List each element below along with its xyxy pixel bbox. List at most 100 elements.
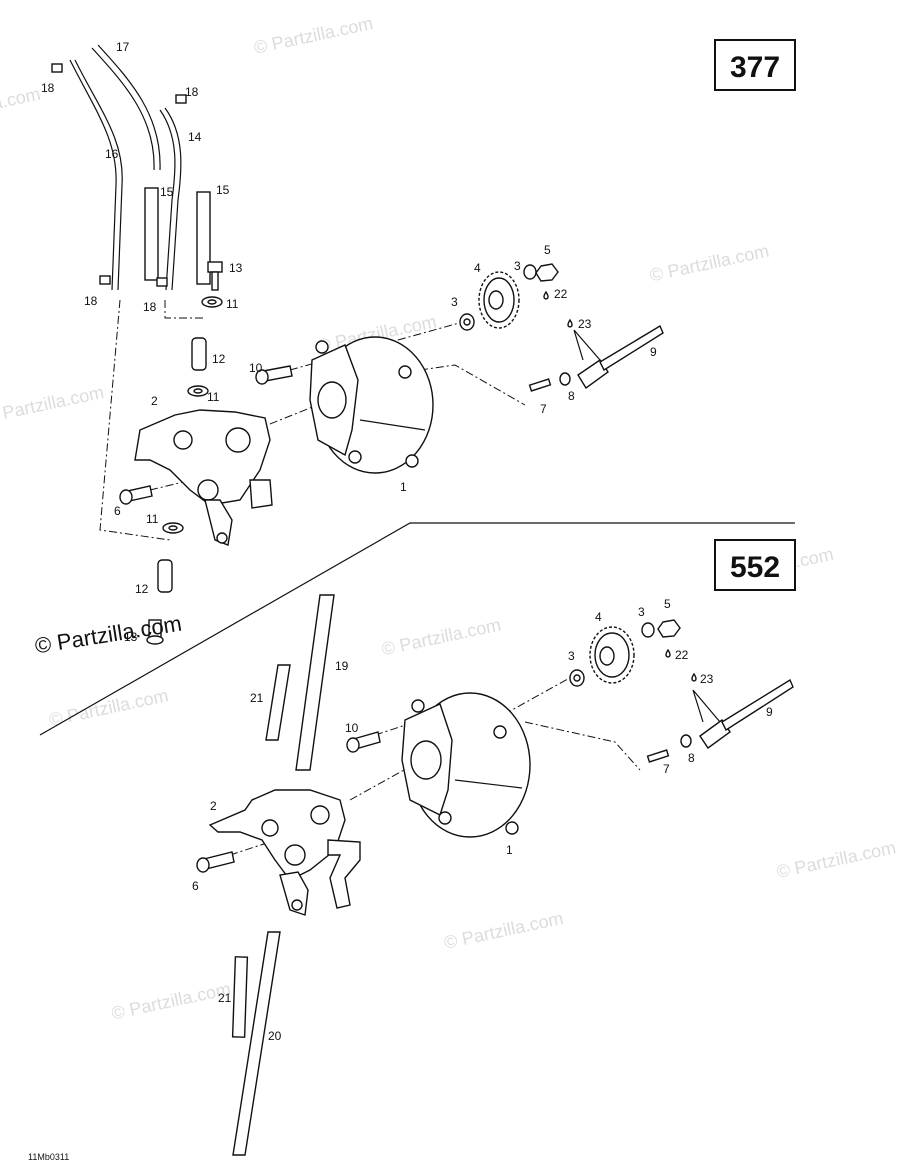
- callout: 7: [663, 762, 670, 776]
- hose-14: [164, 107, 182, 291]
- section-divider: [39, 522, 795, 736]
- tube-21: [231, 956, 249, 1038]
- watermark: © Partzilla.com: [775, 837, 898, 882]
- callout: 18: [185, 85, 199, 99]
- callout: 9: [650, 345, 657, 359]
- callout: 13: [124, 630, 138, 644]
- callout: 9: [766, 705, 773, 719]
- hose-17: [97, 44, 161, 171]
- leader-line: [229, 841, 271, 856]
- callout: 8: [688, 751, 695, 765]
- callout: 3: [638, 605, 645, 619]
- hose-16: [74, 59, 123, 291]
- clamp-18: [156, 277, 168, 287]
- callout: 12: [135, 582, 149, 596]
- callout: 1: [400, 480, 407, 494]
- callout: 14: [188, 130, 202, 144]
- callout: 3: [514, 259, 521, 273]
- shaft-9: [599, 324, 664, 372]
- callout: 10: [249, 361, 263, 375]
- washer-3-hole: [463, 318, 471, 326]
- fitting-12: [157, 559, 173, 593]
- callout: 18: [84, 294, 98, 308]
- clamp-18: [99, 275, 111, 285]
- callout: 6: [114, 504, 121, 518]
- washer-8: [559, 372, 571, 386]
- oil-pump-2: [208, 789, 361, 916]
- callouts-top: 17 18 18 14 16 15 15 13 18 18 11 12 11 1…: [41, 40, 657, 644]
- callout: 7: [540, 402, 547, 416]
- washer-11-hole: [207, 299, 217, 305]
- pin-7: [528, 378, 552, 392]
- top-assembly: [51, 44, 664, 645]
- pump-gear-9: [699, 719, 731, 749]
- pump-cover-1: [309, 336, 434, 474]
- pump-gear-9: [577, 359, 609, 390]
- leader-line: [419, 364, 526, 406]
- callouts-bottom: 19 21 10 2 6 3 4 3 5 22 23 9 7 8 1 21 20: [192, 597, 773, 1043]
- clamp-18: [175, 94, 187, 104]
- callout: 2: [210, 799, 217, 813]
- washer-8: [680, 734, 692, 748]
- shaft-9: [721, 678, 794, 732]
- clamp-18: [51, 63, 63, 73]
- hose-17: [91, 47, 155, 171]
- callout: 22: [554, 287, 568, 301]
- callout: 5: [544, 243, 551, 257]
- washer-11-hole: [193, 388, 203, 394]
- bolt-13-head: [146, 635, 164, 645]
- figure-code: 11Mb0311: [28, 1152, 69, 1162]
- callout: 21: [250, 691, 264, 705]
- callout: 23: [700, 672, 714, 686]
- callout: 18: [41, 81, 55, 95]
- leader-line: [573, 329, 601, 361]
- callout: 20: [268, 1029, 282, 1043]
- leader-line: [524, 721, 641, 771]
- callout: 21: [218, 991, 232, 1005]
- tube-15: [144, 187, 159, 281]
- watermark: © Partzilla.com: [0, 84, 42, 129]
- callout: 13: [229, 261, 243, 275]
- engine-number: 552: [730, 551, 780, 584]
- callout: 11: [226, 297, 239, 311]
- tube-19: [295, 594, 335, 771]
- credit-text: © Partzilla.com: [33, 611, 183, 659]
- watermark-layer: © Partzilla.com © Partzilla.com © Partzi…: [0, 13, 898, 1024]
- tube-20: [232, 931, 281, 1156]
- hose-14: [159, 109, 176, 291]
- leader-line: [289, 319, 471, 371]
- bolt-10-head: [346, 737, 360, 753]
- leader-line: [99, 299, 171, 541]
- callout: 16: [105, 147, 119, 161]
- callout: 4: [474, 261, 481, 275]
- bottom-assembly: [196, 594, 794, 1156]
- callout: 8: [568, 389, 575, 403]
- watermark: © Partzilla.com: [47, 685, 170, 730]
- washer-3: [523, 264, 537, 280]
- callout: 1: [506, 843, 513, 857]
- callout: 15: [160, 185, 174, 199]
- screw-6-head: [196, 857, 210, 873]
- partzilla-credit: © Partzilla.com: [33, 611, 183, 659]
- engine-number: 377: [730, 51, 780, 84]
- nut-5: [657, 619, 681, 638]
- callout: 5: [664, 597, 671, 611]
- callout: 23: [578, 317, 592, 331]
- washer-11-hole: [168, 525, 178, 531]
- engine-label-552: 552: [714, 539, 796, 591]
- callout: 12: [212, 352, 226, 366]
- callout: 3: [451, 295, 458, 309]
- callout: 10: [345, 721, 359, 735]
- callout: 11: [207, 390, 220, 404]
- washer-3: [641, 622, 655, 638]
- tube-15: [196, 191, 211, 285]
- callout: 3: [568, 649, 575, 663]
- callout: 17: [116, 40, 130, 54]
- watermark: © Partzilla.com: [380, 615, 503, 660]
- callout: 6: [192, 879, 199, 893]
- oil-drop-icon: [543, 290, 549, 300]
- watermark: © Partzilla.com: [110, 979, 233, 1024]
- watermark: © Partzilla.com: [648, 241, 771, 286]
- bolt-13: [207, 261, 223, 273]
